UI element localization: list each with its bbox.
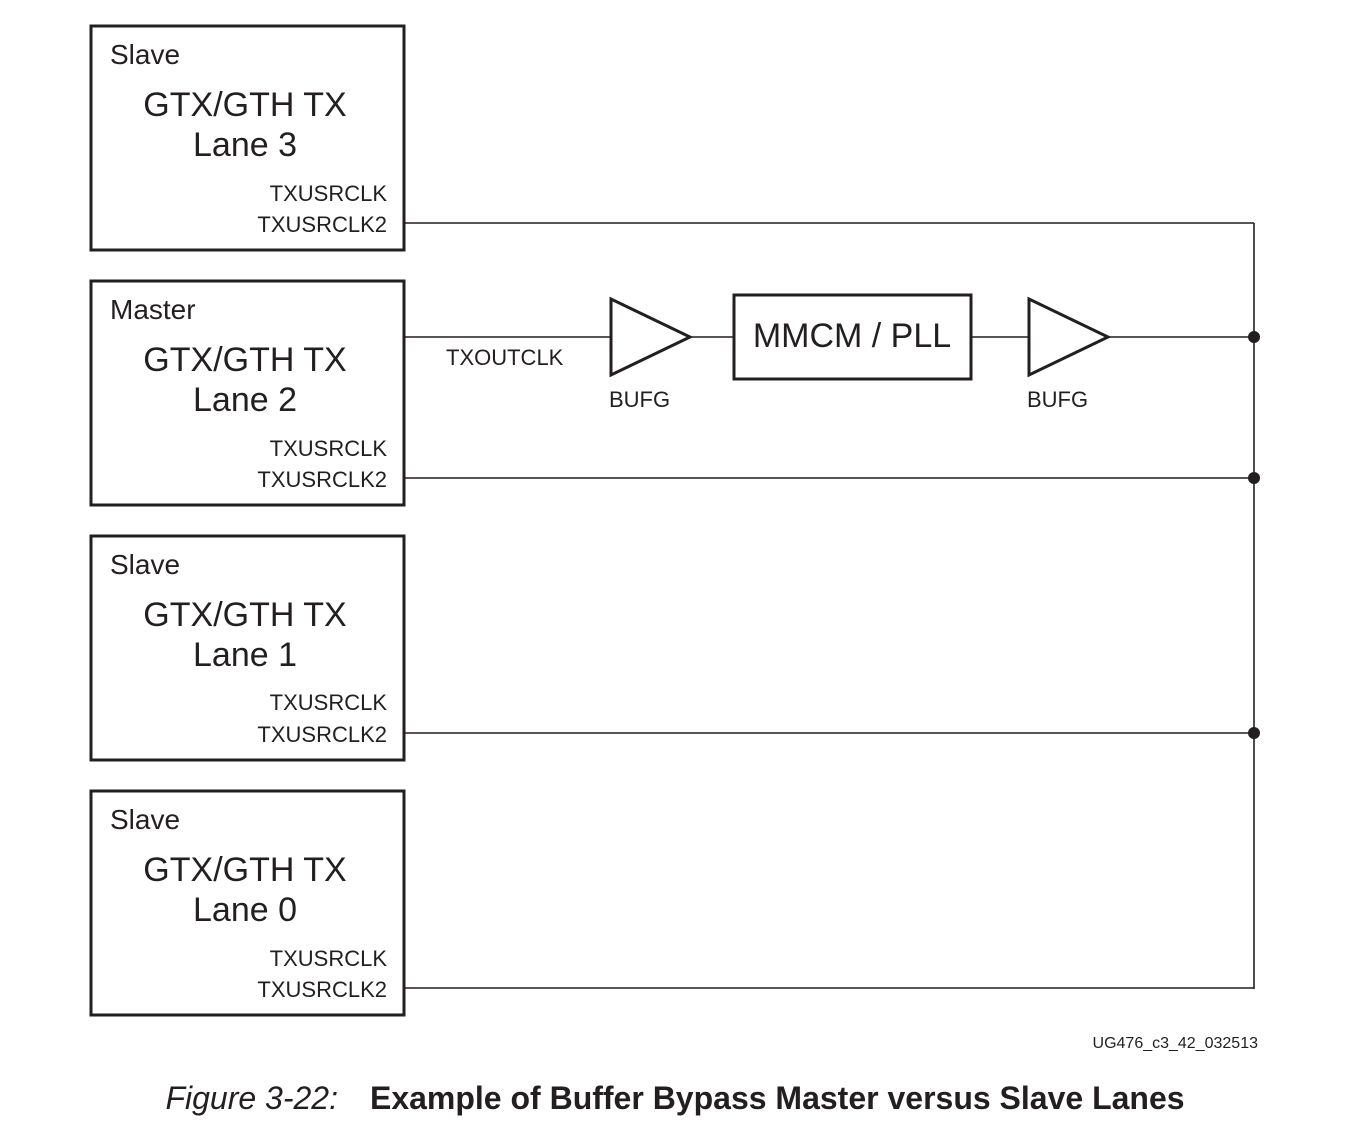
lane-2-box bbox=[89, 279, 406, 507]
lane-3-port-txusrclk2: TXUSRCLK2 bbox=[257, 212, 387, 237]
lane-3-type: GTX/GTH TX bbox=[143, 86, 346, 124]
lane-0-type: GTX/GTH TX bbox=[143, 851, 346, 889]
lane-1-type: GTX/GTH TX bbox=[143, 596, 346, 634]
lane-1-port-txusrclk: TXUSRCLK bbox=[270, 690, 388, 715]
bufg-1-triangle bbox=[609, 296, 694, 378]
lane-3-port-txusrclk: TXUSRCLK bbox=[270, 181, 388, 206]
lane-2-type: GTX/GTH TX bbox=[143, 341, 346, 379]
lane-2-port-txusrclk2: TXUSRCLK2 bbox=[257, 467, 387, 492]
figure-caption: Figure 3-22: Example of Buffer Bypass Mas… bbox=[0, 1080, 1350, 1117]
caption-label: Figure 3-22: bbox=[165, 1080, 338, 1116]
junction-dot-lane-2 bbox=[1248, 472, 1260, 484]
lane-0-role: Slave bbox=[110, 804, 180, 835]
lane-1-number: Lane 1 bbox=[193, 636, 297, 674]
junction-dot-lane-1 bbox=[1248, 727, 1260, 739]
lane-1-port-txusrclk2: TXUSRCLK2 bbox=[257, 722, 387, 747]
lane-1-role: Slave bbox=[110, 549, 180, 580]
lane-1-block: Slave GTX/GTH TX Lane 1 TXUSRCLK TXUSRCL… bbox=[89, 534, 406, 762]
caption-title: Example of Buffer Bypass Master versus S… bbox=[369, 1080, 1185, 1116]
lane-0-box bbox=[89, 789, 406, 1017]
bufg-2-triangle bbox=[1027, 296, 1112, 378]
lane-1-box bbox=[89, 534, 406, 762]
lane-2-block: Master GTX/GTH TX Lane 2 TXUSRCLK TXUSRC… bbox=[89, 279, 406, 507]
lane-0-block: Slave GTX/GTH TX Lane 0 TXUSRCLK TXUSRCL… bbox=[89, 789, 406, 1017]
lane-3-role: Slave bbox=[110, 39, 180, 70]
lane-0-number: Lane 0 bbox=[193, 891, 297, 929]
lane-0-port-txusrclk2: TXUSRCLK2 bbox=[257, 977, 387, 1002]
lane-3-box bbox=[89, 24, 406, 252]
bufg-2-label: BUFG bbox=[1027, 387, 1088, 412]
txoutclk-label: TXOUTCLK bbox=[446, 345, 564, 370]
junction-dot-bufg bbox=[1248, 331, 1260, 343]
lane-3-block: Slave GTX/GTH TX Lane 3 TXUSRCLK TXUSRCL… bbox=[89, 24, 406, 252]
lane-0-port-txusrclk: TXUSRCLK bbox=[270, 946, 388, 971]
lane-3-number: Lane 3 bbox=[193, 126, 297, 164]
lane-2-port-txusrclk: TXUSRCLK bbox=[270, 436, 388, 461]
lane-2-number: Lane 2 bbox=[193, 381, 297, 419]
bufg-1-label: BUFG bbox=[609, 387, 670, 412]
mmcm-pll-label: MMCM / PLL bbox=[753, 317, 951, 355]
figure-id: UG476_c3_42_032513 bbox=[1093, 1035, 1259, 1052]
lane-2-role: Master bbox=[110, 294, 196, 325]
